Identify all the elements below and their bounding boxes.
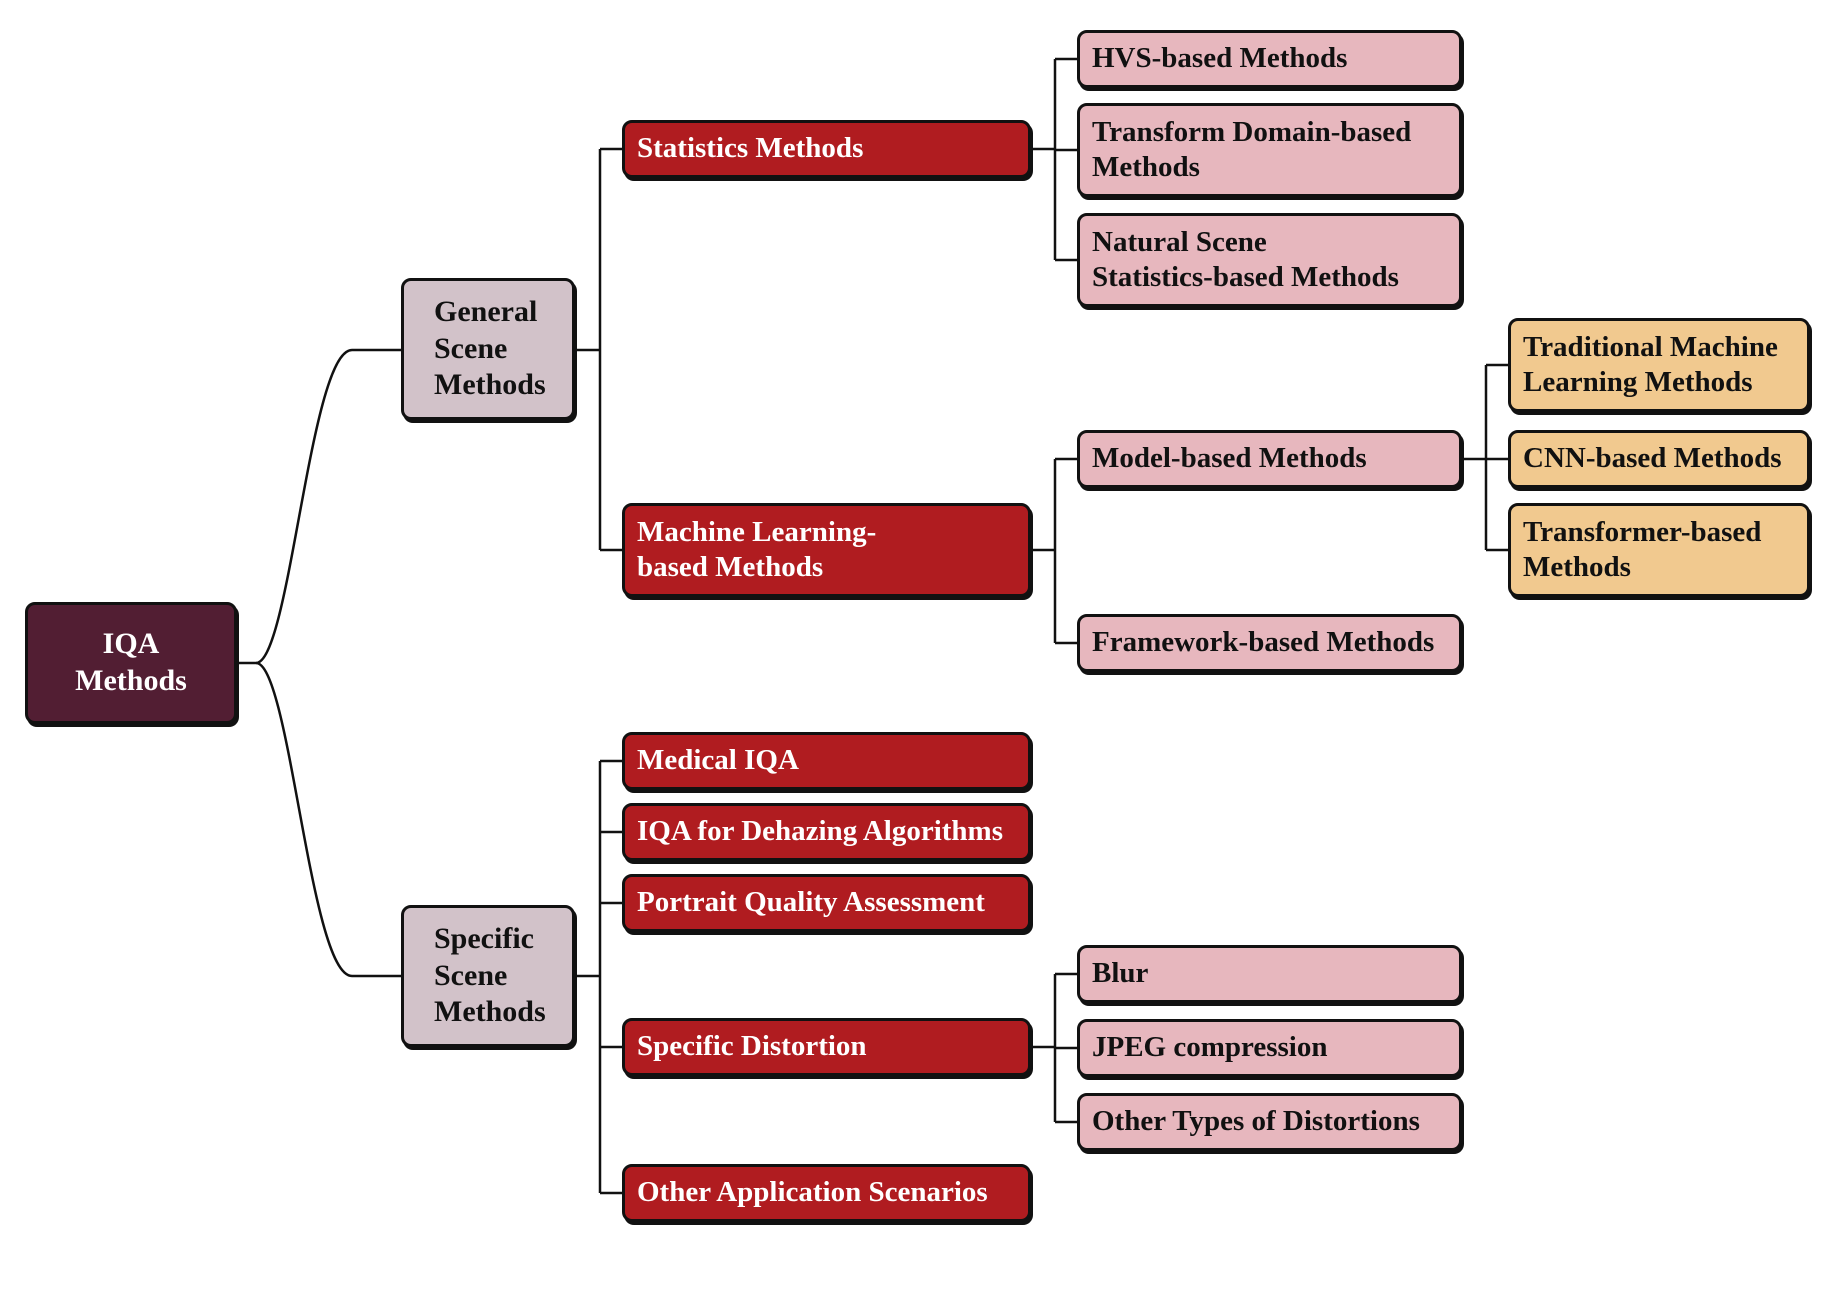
other-scenarios-node: Other Application Scenarios [622, 1164, 1031, 1222]
root-node: IQA Methods [25, 602, 237, 724]
nss-methods-label: Natural Scene Statistics-based Methods [1092, 225, 1399, 293]
other-distortions-node: Other Types of Distortions [1077, 1093, 1462, 1151]
nss-methods-node: Natural Scene Statistics-based Methods [1077, 213, 1462, 307]
ml-methods-label: Machine Learning- based Methods [637, 515, 877, 583]
portrait-quality-label: Portrait Quality Assessment [637, 886, 985, 919]
statistics-methods-label: Statistics Methods [637, 132, 864, 165]
jpeg-compression-label: JPEG compression [1092, 1031, 1328, 1064]
blur-label: Blur [1092, 957, 1149, 990]
general-scene-label: General Scene Methods [434, 295, 546, 402]
connector-root-general [237, 348, 401, 665]
traditional-ml-node: Traditional Machine Learning Methods [1508, 318, 1810, 412]
specific-distortion-label: Specific Distortion [637, 1030, 867, 1063]
transform-domain-node: Transform Domain-based Methods [1077, 103, 1462, 197]
hvs-methods-label: HVS-based Methods [1092, 42, 1348, 75]
framework-based-label: Framework-based Methods [1092, 626, 1435, 659]
specific-scene-label: Specific Scene Methods [434, 922, 546, 1029]
other-scenarios-label: Other Application Scenarios [637, 1176, 988, 1209]
framework-based-node: Framework-based Methods [1077, 614, 1462, 672]
transformer-based-label: Transformer-based Methods [1523, 515, 1762, 583]
specific-scene-node: Specific Scene Methods [401, 905, 575, 1047]
statistics-methods-node: Statistics Methods [622, 120, 1031, 178]
model-based-label: Model-based Methods [1092, 442, 1367, 475]
cnn-based-label: CNN-based Methods [1523, 442, 1782, 475]
specific-distortion-node: Specific Distortion [622, 1018, 1031, 1076]
model-based-node: Model-based Methods [1077, 430, 1462, 488]
root-label: IQA Methods [75, 627, 187, 697]
hvs-methods-node: HVS-based Methods [1077, 30, 1462, 88]
other-distortions-label: Other Types of Distortions [1092, 1105, 1420, 1138]
traditional-ml-label: Traditional Machine Learning Methods [1523, 330, 1778, 398]
cnn-based-node: CNN-based Methods [1508, 430, 1810, 488]
portrait-quality-node: Portrait Quality Assessment [622, 874, 1031, 932]
dehazing-iqa-label: IQA for Dehazing Algorithms [637, 815, 1003, 848]
dehazing-iqa-node: IQA for Dehazing Algorithms [622, 803, 1031, 861]
jpeg-compression-node: JPEG compression [1077, 1019, 1462, 1077]
blur-node: Blur [1077, 945, 1462, 1003]
general-scene-node: General Scene Methods [401, 278, 575, 420]
medical-iqa-node: Medical IQA [622, 732, 1031, 790]
connector-root-specific [255, 661, 401, 978]
medical-iqa-label: Medical IQA [637, 744, 799, 777]
ml-methods-node: Machine Learning- based Methods [622, 503, 1031, 597]
transformer-based-node: Transformer-based Methods [1508, 503, 1810, 597]
transform-domain-label: Transform Domain-based Methods [1092, 115, 1412, 183]
